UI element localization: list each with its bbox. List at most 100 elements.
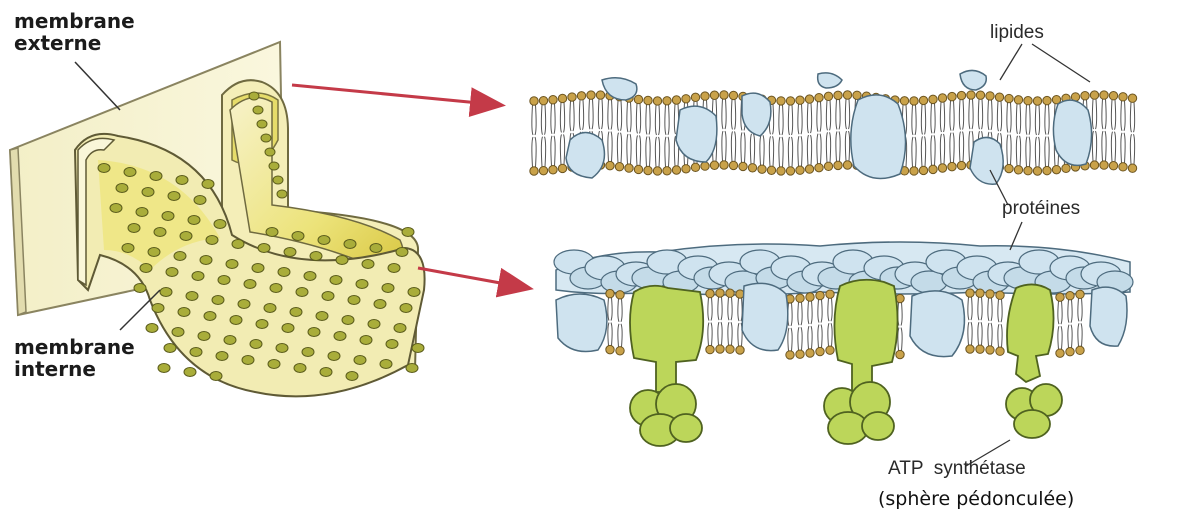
- lipid-head: [549, 96, 557, 104]
- lipid-tail: [721, 322, 722, 345]
- lipid-head: [986, 92, 994, 100]
- lipid-tail: [674, 136, 675, 166]
- lipid-head: [1128, 94, 1136, 102]
- lipid-head: [1024, 97, 1032, 105]
- lipid-tail: [731, 297, 732, 320]
- granule: [172, 328, 184, 337]
- granule: [278, 268, 290, 277]
- lipid-head: [834, 161, 842, 169]
- lipid-tail: [708, 323, 709, 346]
- lipid-head: [615, 163, 623, 171]
- lipid-tail: [801, 302, 802, 325]
- lipid-head: [691, 93, 699, 101]
- arrow-to-outer-membrane-detail: [292, 85, 500, 105]
- lipid-tail: [1001, 299, 1002, 322]
- lipid-tail: [915, 105, 916, 135]
- granule: [346, 372, 358, 381]
- lipid-tail: [921, 104, 922, 134]
- lipid-tail: [991, 298, 992, 321]
- lipid-tail: [731, 322, 732, 345]
- lipid-tail: [821, 325, 822, 348]
- granule: [266, 228, 278, 237]
- granule: [256, 320, 268, 329]
- lipid-head: [796, 166, 804, 174]
- lipid-head: [644, 96, 652, 104]
- lipid-tail: [1016, 104, 1017, 134]
- lipid-tail: [1105, 131, 1106, 161]
- lipid-tail: [1001, 324, 1002, 347]
- lipid-tail: [972, 99, 973, 129]
- lipid-head: [826, 290, 834, 298]
- lipid-tail: [925, 104, 926, 134]
- lipid-head: [786, 351, 794, 359]
- protein-blob: [676, 106, 717, 162]
- lipid-tail: [808, 326, 809, 349]
- lipid-tail: [1045, 137, 1046, 167]
- granule: [273, 176, 283, 184]
- lipid-tail: [611, 100, 612, 130]
- granule: [154, 228, 166, 237]
- granule: [242, 356, 254, 365]
- atp-synthase-complex-2: [824, 280, 898, 444]
- lipid-tail: [665, 105, 666, 135]
- lipids-label: lipides: [990, 22, 1044, 44]
- lipid-head: [1052, 165, 1060, 173]
- lipid-tail: [611, 132, 612, 162]
- lipid-tail: [811, 326, 812, 349]
- lipid-tail: [791, 303, 792, 326]
- lipid-tail: [931, 103, 932, 133]
- granule: [148, 248, 160, 257]
- granule: [180, 232, 192, 241]
- granule: [380, 360, 392, 369]
- granule: [304, 272, 316, 281]
- atp-synthase-complex-3: [1006, 284, 1062, 438]
- lipid-head: [558, 94, 566, 102]
- lipid-tail: [1096, 99, 1097, 129]
- lipid-head: [1033, 97, 1041, 105]
- lipid-tail: [617, 133, 618, 163]
- lipid-tail: [1007, 103, 1008, 133]
- granule: [269, 162, 279, 170]
- lipid-head: [1005, 94, 1013, 102]
- granule: [146, 324, 158, 333]
- protein-blob: [556, 294, 607, 352]
- lipid-tail: [988, 323, 989, 346]
- granule: [128, 224, 140, 233]
- lipid-tail: [773, 136, 774, 166]
- granule: [334, 332, 346, 341]
- lipid-tail: [646, 136, 647, 166]
- lipid-tail: [991, 323, 992, 346]
- lipid-head: [653, 167, 661, 175]
- lipid-tail: [971, 297, 972, 320]
- lipid-head: [701, 92, 709, 100]
- inner-membrane-label: membrane interne: [14, 336, 135, 380]
- protein-blob: [1090, 287, 1127, 346]
- granule: [192, 272, 204, 281]
- granule: [336, 256, 348, 265]
- lipid-tail: [912, 105, 913, 135]
- lipid-tail: [828, 298, 829, 321]
- lipid-head: [815, 93, 823, 101]
- granule: [202, 180, 214, 189]
- protein-blob: [566, 133, 604, 179]
- lipid-tail: [551, 104, 552, 134]
- lipid-head: [682, 95, 690, 103]
- lipid-tail: [901, 303, 902, 326]
- lipid-tail: [560, 102, 561, 132]
- lipid-tail: [655, 137, 656, 167]
- lipid-head: [720, 161, 728, 169]
- outer-membrane-label-line1: membrane: [14, 10, 135, 32]
- lipid-head: [957, 161, 965, 169]
- lipid-tail: [968, 322, 969, 345]
- lipid-tail: [1124, 101, 1125, 131]
- lipid-head: [1100, 161, 1108, 169]
- granule: [394, 324, 406, 333]
- granule: [188, 216, 200, 225]
- lipid-head: [691, 163, 699, 171]
- lipid-tail: [754, 134, 755, 164]
- lipid-tail: [659, 105, 660, 135]
- lipid-tail: [998, 324, 999, 347]
- lipid-tail: [598, 99, 599, 129]
- lipid-tail: [820, 102, 821, 132]
- lipid-head: [996, 347, 1004, 355]
